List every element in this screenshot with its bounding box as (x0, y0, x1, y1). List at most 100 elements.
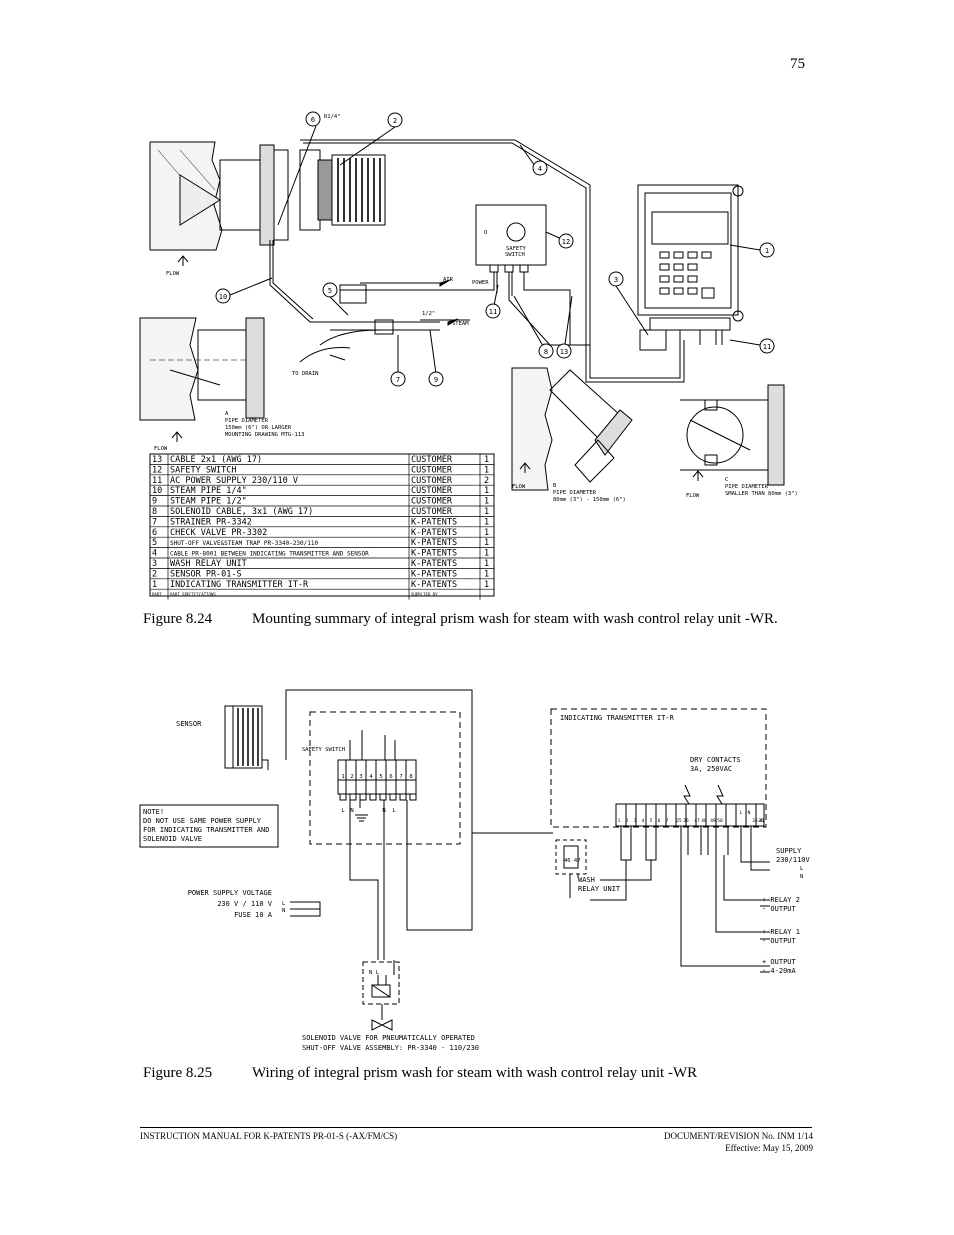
page-number: 75 (790, 56, 805, 72)
label-a-size: 150mm (6") OR LARGER (225, 425, 292, 431)
parts-cell: K-PATENTS (411, 569, 457, 579)
switch-mark-l2: L (392, 808, 396, 814)
label-flow-2: FLOW (154, 446, 168, 452)
parts-cell: CUSTOMER (411, 507, 453, 517)
switch-mark-l: L (341, 808, 345, 814)
label-sensor: SENSOR (176, 720, 202, 728)
parts-cell: K-PATENTS (411, 528, 457, 538)
it-terminal-label: L (740, 810, 743, 816)
psu-line-3: FUSE 10 A (234, 911, 273, 919)
parts-cell: 1 (484, 507, 489, 517)
callout-4: 4 (538, 165, 542, 173)
parts-cell: 1 (484, 528, 489, 538)
label-c-size: SMALLER THAN 80mm (3") (725, 491, 798, 497)
figure-caption-8-24: Figure 8.24 Mounting summary of integral … (143, 611, 778, 628)
caption-text: Mounting summary of integral prism wash … (252, 611, 778, 627)
label-b-diameter: PIPE DIAMETER (553, 490, 597, 496)
label-a: A (225, 411, 229, 417)
footer-left: INSTRUCTION MANUAL FOR K-PATENTS PR-01-S… (140, 1131, 398, 1141)
it-terminal-label: 47 (694, 818, 700, 824)
parts-cell: 1 (152, 580, 157, 590)
parts-cell: SAFETY SWITCH (170, 465, 237, 475)
parts-cell: CUSTOMER (411, 465, 453, 475)
relay2-1: + RELAY 2 (762, 896, 800, 904)
parts-cell: SENSOR PR-01-S (170, 569, 242, 579)
caption-number: Figure 8.24 (143, 611, 213, 627)
parts-cell: 1 (484, 538, 489, 548)
label-transmitter: INDICATING TRANSMITTER IT-R (560, 714, 675, 722)
callout-1: 1 (765, 247, 769, 255)
it-terminal-label: 35 (752, 818, 758, 824)
callout-2: 2 (393, 117, 397, 125)
switch-terminal-4: 4 (369, 774, 373, 780)
parts-cell: 1 (484, 580, 489, 590)
it-terminal-label: 5 (650, 818, 653, 824)
parts-cell: INDICATING TRANSMITTER IT-R (170, 580, 309, 590)
parts-cell: K-PATENTS (411, 549, 457, 559)
callout-13: 13 (560, 348, 568, 356)
parts-cell: 5 (152, 538, 157, 548)
it-terminal-label: 25 (676, 818, 682, 824)
wash-terminals: 46 47 (564, 858, 581, 864)
supply-l: L (800, 866, 804, 872)
label-r14: R1/4" (324, 114, 341, 120)
it-terminal-label: 49 (710, 818, 716, 824)
parts-cell: K-PATENTS (411, 580, 457, 590)
parts-cell: 6 (152, 528, 157, 538)
label-flow-3: FLOW (512, 484, 526, 490)
label-safety: SAFETY (506, 246, 527, 252)
psu-line-2: 230 V / 110 V (217, 900, 273, 908)
parts-cell: CUSTOMER (411, 497, 453, 507)
label-b-size: 80mm (3") - 150mm (6") (553, 497, 626, 503)
label-steam: STEAM (452, 321, 469, 327)
switch-terminal-2: 2 (350, 774, 353, 780)
it-terminal-label: 41 (759, 818, 765, 824)
psu-l: L (282, 901, 286, 907)
parts-cell: CUSTOMER (411, 455, 453, 465)
switch-terminal-5: 5 (379, 774, 382, 780)
label-flow-4: FLOW (686, 493, 700, 499)
callout-9: 9 (434, 376, 438, 384)
parts-cell: 13 (152, 455, 162, 465)
note-line-3: SOLENOID VALVE (143, 835, 202, 843)
label-a-diameter: PIPE DIAMETER (225, 418, 269, 424)
note-line-2: FOR INDICATING TRANSMITTER AND (143, 826, 269, 834)
wash-relay-1: WASH (578, 876, 595, 884)
parts-footer-cell: PART (152, 592, 162, 597)
callout-8: 8 (544, 348, 548, 356)
output-1: + OUTPUT (762, 958, 797, 966)
relay2-2: - OUTPUT (762, 905, 797, 913)
footer-right-2: Effective: May 15, 2009 (725, 1143, 813, 1153)
parts-cell: 1 (484, 486, 489, 496)
switch-terminal-8: 8 (409, 774, 412, 780)
supply-n: N (800, 874, 803, 880)
parts-cell: 2 (484, 476, 489, 486)
supply-2: 230/110V (776, 856, 811, 864)
footer-right-1: DOCUMENT/REVISION No. INM 1/14 (664, 1131, 813, 1141)
parts-cell: 1 (484, 569, 489, 579)
solenoid-line-2: SHUT-OFF VALVE ASSEMBLY: PR-3340 - 110/2… (302, 1044, 479, 1052)
parts-cell: 11 (152, 476, 162, 486)
parts-cell: 1 (484, 465, 489, 475)
switch-terminal-3: 3 (359, 774, 362, 780)
parts-cell: 8 (152, 507, 157, 517)
parts-cell: STEAM PIPE 1/4" (170, 486, 247, 496)
caption-number: Figure 8.25 (143, 1065, 213, 1081)
note-line-1: DO NOT USE SAME POWER SUPPLY (143, 817, 262, 825)
parts-cell: 1 (484, 559, 489, 569)
it-terminal-label: 50 (717, 818, 723, 824)
parts-cell: 1 (484, 497, 489, 507)
callout-7: 7 (396, 376, 400, 384)
switch-terminal-1: 1 (341, 774, 344, 780)
switch-terminal-6: 6 (389, 774, 392, 780)
it-terminal-label: 3 (634, 818, 637, 824)
output-2: - 4-20mA (762, 967, 797, 975)
switch-mark-n: N (350, 808, 353, 814)
note-title: NOTE! (143, 808, 164, 816)
parts-cell: K-PATENTS (411, 538, 457, 548)
parts-cell: SHUT-OFF VALVE&STEAM TRAP PR-3340-230/11… (170, 540, 318, 547)
parts-cell: STEAM PIPE 1/2" (170, 497, 247, 507)
it-terminal-label: N (748, 810, 751, 816)
